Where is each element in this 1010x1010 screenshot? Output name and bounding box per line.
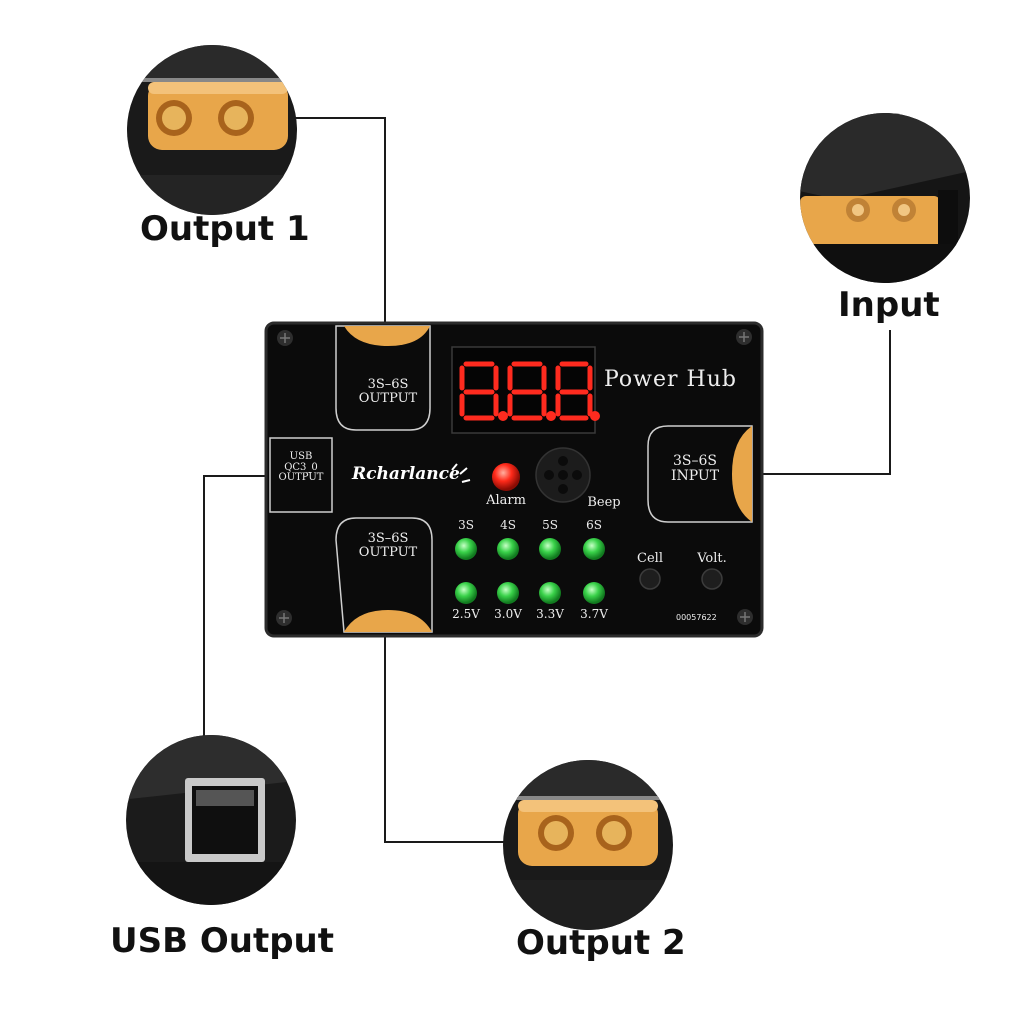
output2-zoom-circle [503, 760, 673, 930]
input-zoom-circle [800, 113, 970, 283]
usb-zoom-circle [126, 735, 296, 905]
voltage-leds [455, 582, 605, 604]
usb-port-outline [269, 437, 333, 513]
screw-top-left [277, 330, 293, 346]
top-port-line2: OUTPUT [358, 390, 418, 406]
led-5s [539, 538, 561, 560]
usb-port-label: USB QC3_0 OUTPUT [270, 451, 332, 484]
usb-port-line1: USB [289, 451, 313, 462]
alarm-led [492, 463, 520, 491]
volt-button [701, 568, 723, 590]
led-4s [497, 538, 519, 560]
buzzer [535, 447, 591, 503]
led-6s [583, 538, 605, 560]
voltage-label-2-5v: 2.5V [452, 607, 480, 621]
cell-button [639, 568, 661, 590]
voltage-label-3-3v: 3.3V [536, 607, 564, 621]
led-3-3v [539, 582, 561, 604]
board-title: Power Hub [604, 367, 737, 392]
led-3s [455, 538, 477, 560]
brand-name: Rcharlance [352, 464, 460, 484]
usb-line [203, 475, 278, 745]
output2-line [384, 628, 505, 843]
screw-top-right [736, 329, 752, 345]
top-output-port [335, 325, 431, 431]
serial-number: 00057622 [676, 613, 717, 622]
top-port-line1: 3S–6S [367, 377, 409, 392]
input-label: Input [838, 285, 940, 325]
input-port-line1: 3S–6S [673, 453, 717, 469]
usb-port-line2: QC3_0 [284, 461, 318, 473]
input-port [647, 425, 753, 523]
screw-bottom-left [276, 610, 292, 626]
screw-bottom-right [737, 609, 753, 625]
brand-logo-mark [451, 463, 471, 483]
cell-count-label-4s: 4S [500, 518, 516, 532]
output1-zoom-circle [127, 45, 297, 215]
output1-line [295, 117, 386, 330]
output1-label: Output 1 [140, 209, 310, 249]
bottom-port-label: 3S–6S OUTPUT [343, 532, 433, 559]
cell-count-label-6s: 6S [586, 518, 602, 532]
usb-port-line3: OUTPUT [278, 472, 324, 483]
input-line [752, 330, 891, 475]
led-2-5v [455, 582, 477, 604]
led-3-7v [583, 582, 605, 604]
cell-count-label-5s: 5S [542, 518, 558, 532]
power-hub-board [264, 321, 764, 638]
voltage-label-3-7v: 3.7V [580, 607, 608, 621]
input-port-label: 3S–6S INPUT [650, 454, 740, 483]
callout-lines [203, 117, 891, 843]
cell-button-label: Cell [637, 551, 663, 566]
input-port-line2: INPUT [670, 467, 720, 484]
display-digits [459, 361, 600, 421]
beep-label: Beep [587, 495, 621, 510]
volt-button-label: Volt. [697, 551, 727, 566]
output2-label: Output 2 [516, 923, 686, 963]
seven-segment-display [451, 346, 600, 434]
usb-output-label: USB Output [110, 921, 335, 961]
top-port-label: 3S–6S OUTPUT [343, 378, 433, 405]
led-3-0v [497, 582, 519, 604]
bottom-port-line2: OUTPUT [358, 544, 418, 560]
voltage-label-3-0v: 3.0V [494, 607, 522, 621]
bottom-port-line1: 3S–6S [367, 531, 409, 546]
cell-count-leds [455, 538, 605, 560]
cell-count-label-3s: 3S [458, 518, 474, 532]
alarm-label: Alarm [486, 493, 526, 508]
bottom-output-port [335, 517, 433, 633]
